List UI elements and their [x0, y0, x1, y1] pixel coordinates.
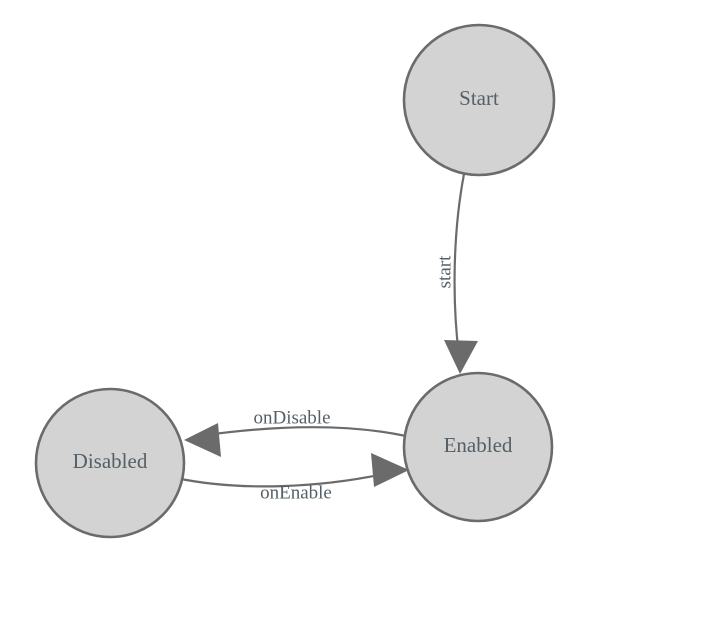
edge-path-ondisable	[197, 426, 408, 438]
node-start-circle	[402, 23, 556, 177]
node-disabled-circle	[34, 387, 186, 539]
node-start-label: Start	[459, 86, 499, 110]
edge-disabled-to-enabled[interactable]	[174, 453, 409, 488]
edge-start-to-enabled[interactable]	[444, 172, 478, 374]
node-enabled-label: Enabled	[444, 433, 513, 457]
node-enabled-circle	[402, 371, 554, 523]
node-disabled[interactable]: Disabled	[34, 387, 186, 539]
node-enabled[interactable]: Enabled	[402, 371, 554, 523]
edge-label-onenable: onEnable	[260, 482, 332, 503]
edge-label-ondisable: onDisable	[253, 407, 330, 428]
arrowhead-enabled-to-disabled	[184, 423, 221, 457]
arrowhead-disabled-to-enabled	[371, 453, 409, 487]
edge-path-onenable	[174, 472, 386, 488]
edge-path-start	[453, 172, 466, 358]
node-start[interactable]: Start	[402, 23, 556, 177]
node-disabled-label: Disabled	[73, 449, 148, 473]
arrowhead-start-to-enabled	[444, 340, 478, 374]
edge-label-start: start	[434, 255, 455, 288]
edge-enabled-to-disabled[interactable]	[184, 423, 408, 457]
